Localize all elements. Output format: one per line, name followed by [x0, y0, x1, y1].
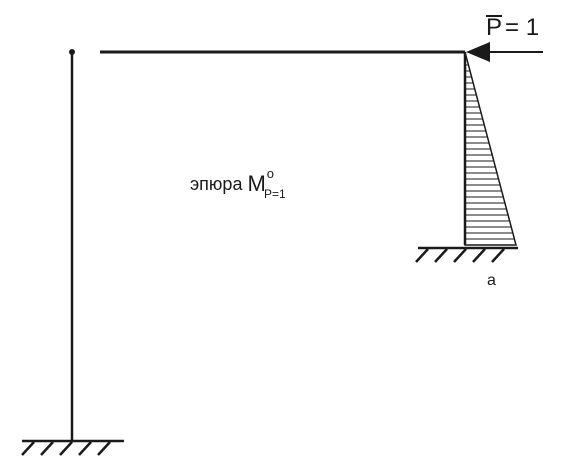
- moment-symbol: M: [247, 171, 266, 196]
- moment-superscript: o: [266, 166, 275, 181]
- fixed-support-icon: [21, 439, 124, 456]
- diagram-caption: эпюра MoP=1: [190, 166, 295, 201]
- load-symbol-text: P: [486, 14, 503, 41]
- moment-diagram: [464, 51, 517, 246]
- caption-text: эпюра: [190, 174, 243, 194]
- load-label: P = 1: [486, 14, 539, 42]
- force-arrow-icon: [466, 42, 543, 62]
- load-symbol: P: [486, 14, 503, 42]
- moment-subscript: P=1: [264, 187, 286, 201]
- support-label: a: [487, 272, 496, 289]
- fixed-support-icon: [415, 246, 518, 263]
- moment-diagram-hatch: [465, 58, 515, 240]
- load-value: = 1: [505, 14, 540, 41]
- hinge-icon: [69, 49, 75, 55]
- overbar: [486, 15, 503, 17]
